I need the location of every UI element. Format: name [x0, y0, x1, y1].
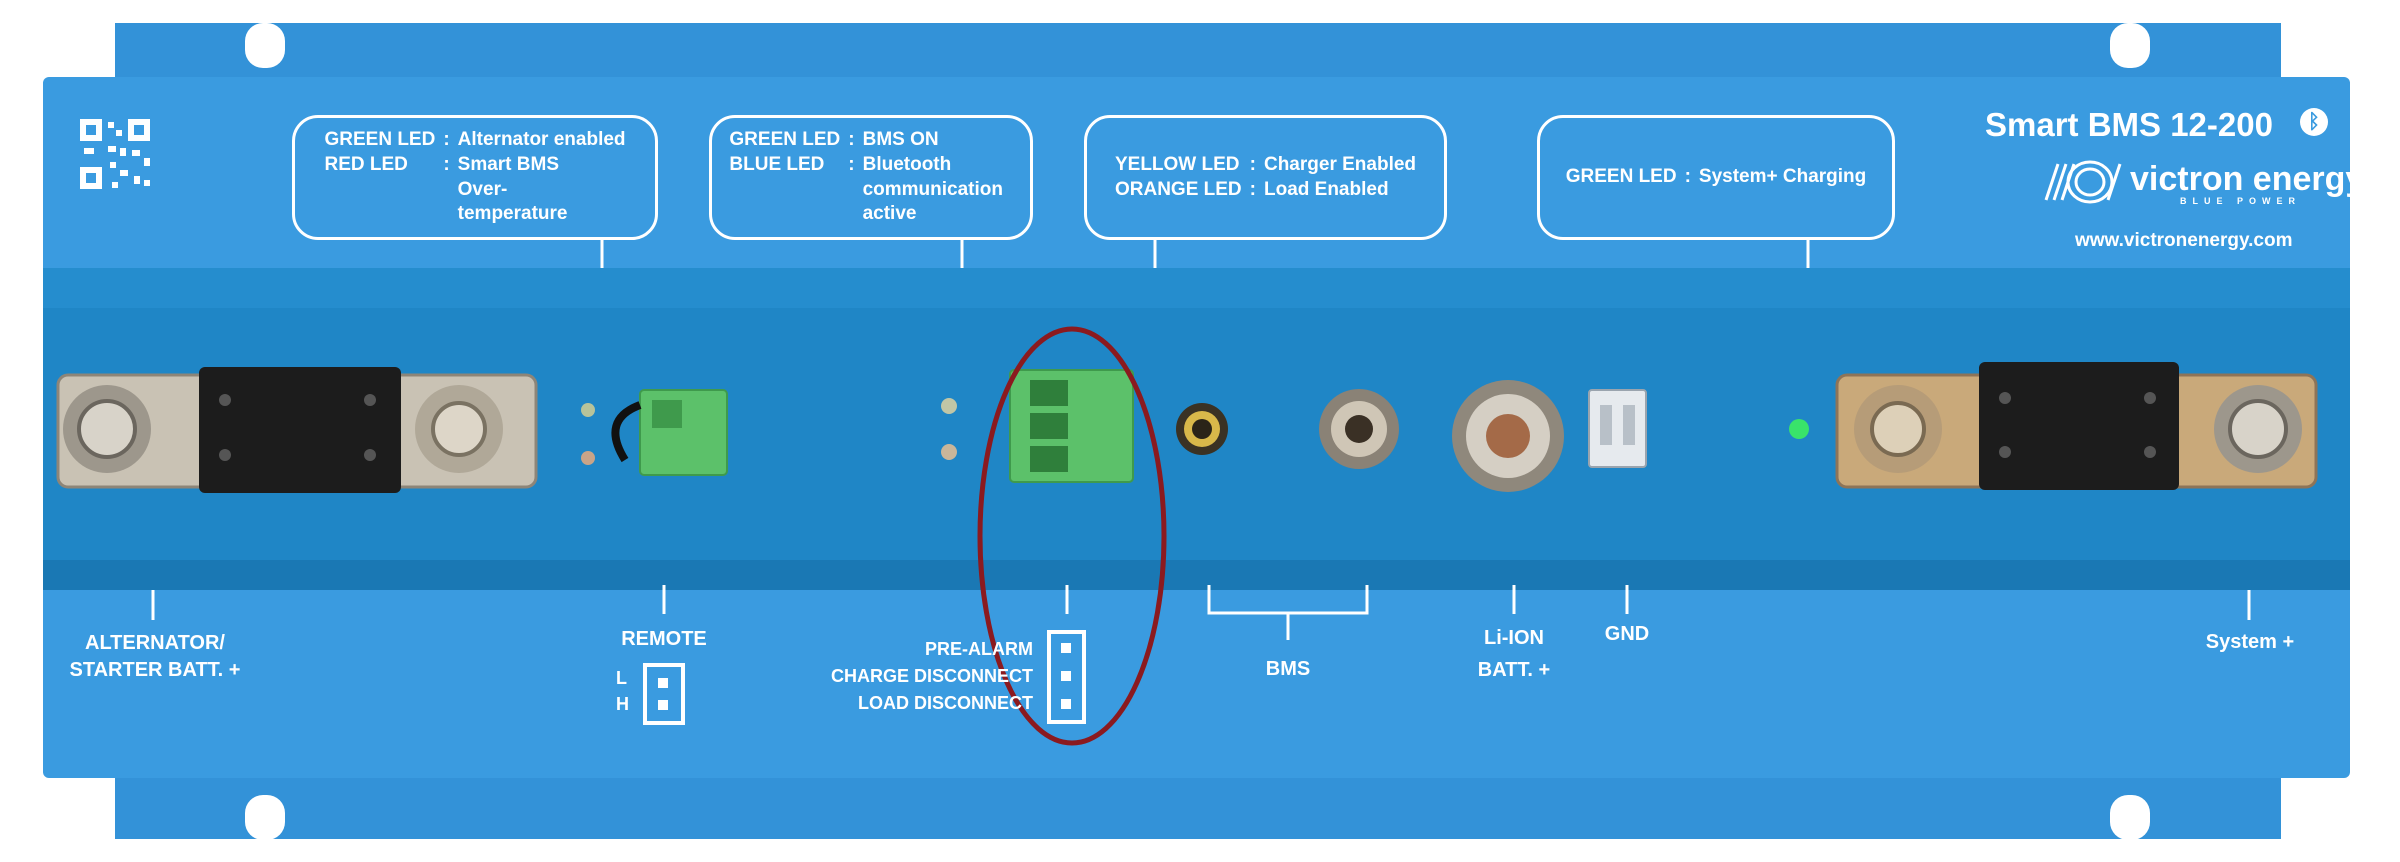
- pin-label-pre-alarm: PRE-ALARM: [925, 639, 1033, 659]
- system-charging-led: [1789, 419, 1809, 439]
- qr-code-icon: [80, 119, 150, 189]
- pin-label-charge-disconnect: CHARGE DISCONNECT: [830, 666, 1033, 686]
- overtemp-led-red: [581, 451, 595, 465]
- alternator-label-line1: ALTERNATOR/: [85, 632, 225, 654]
- bms-socket[interactable]: [1319, 389, 1399, 469]
- li-ion-label-line1: Li-ION: [1484, 627, 1544, 649]
- bms-on-led: [941, 398, 957, 414]
- aux-pin-labels: PRE-ALARM CHARGE DISCONNECT LOAD DISCONN…: [733, 636, 1033, 717]
- legend-sep: :: [443, 153, 450, 175]
- led-legend-bms: GREEN LED: BMS ON BLUE LED: Bluetooth comm…: [709, 115, 1033, 240]
- led-legend-alternator: GREEN LED: Alternator enabled RED LED: Sma…: [292, 115, 658, 240]
- led-legend-system: GREEN LED: System+ Charging: [1537, 115, 1895, 240]
- gnd-label: GND: [1604, 623, 1650, 645]
- mounting-notch: [245, 795, 285, 840]
- legend-led: GREEN LED: [1565, 166, 1677, 188]
- legend-desc: Smart BMS Over-temperature: [457, 153, 568, 225]
- legend-sep: :: [1249, 153, 1256, 175]
- small-round-connector[interactable]: [1176, 403, 1228, 455]
- brand-name: victron energy: [2130, 160, 2365, 198]
- aux-pin-diagram-icon: [1047, 630, 1086, 724]
- legend-led: YELLOW LED: [1114, 153, 1240, 175]
- legend-led: RED LED: [324, 153, 408, 175]
- alternator-label: ALTERNATOR/ STARTER BATT. +: [35, 630, 275, 684]
- gnd-connector[interactable]: [1588, 389, 1647, 468]
- remote-pin-diagram-icon: [643, 663, 685, 725]
- legend-sep: :: [1684, 166, 1691, 188]
- top-mounting-flange: [115, 23, 2281, 80]
- legend-desc: Alternator enabled: [457, 129, 626, 151]
- legend-led: GREEN LED: [324, 129, 436, 151]
- legend-sep: :: [848, 129, 855, 151]
- aux-connector[interactable]: [1009, 369, 1134, 483]
- system-plus-label: System +: [2205, 631, 2295, 653]
- mounting-notch: [245, 23, 285, 68]
- legend-desc: System+ Charging: [1698, 166, 1867, 188]
- legend-desc: Charger Enabled: [1263, 153, 1417, 175]
- legend-sep: :: [848, 153, 855, 175]
- website-url: www.victronenergy.com: [2075, 230, 2293, 251]
- legend-desc: Bluetooth communication active: [862, 153, 1003, 225]
- legend-sep: :: [443, 129, 450, 151]
- legend-sep: :: [1249, 178, 1256, 200]
- remote-connector[interactable]: [611, 389, 728, 476]
- victron-logo-icon: [2044, 160, 2122, 204]
- pin-label-load-disconnect: LOAD DISCONNECT: [858, 693, 1033, 713]
- highlight-ellipse: [977, 326, 1167, 746]
- legend-led: BLUE LED: [729, 153, 825, 175]
- legend-desc: BMS ON: [862, 129, 939, 151]
- pin-label-h: H: [616, 694, 629, 715]
- li-ion-batt-bolt[interactable]: [1452, 380, 1564, 492]
- model-title: Smart BMS 12-200: [1985, 106, 2273, 143]
- legend-led: GREEN LED: [729, 129, 841, 151]
- legend-led: ORANGE LED: [1114, 178, 1242, 200]
- mounting-notch: [2110, 795, 2150, 840]
- led-legend-charger-load: YELLOW LED: Charger Enabled ORANGE LED: Lo…: [1084, 115, 1447, 240]
- pin-label-l: L: [616, 668, 627, 688]
- alternator-led-green: [581, 403, 595, 417]
- bluetooth-led: [941, 444, 957, 460]
- brand-tagline: BLUE POWER: [2180, 196, 2302, 206]
- alternator-label-line2: STARTER BATT. +: [69, 659, 241, 681]
- li-ion-label-line2: BATT. +: [1477, 659, 1551, 681]
- bms-label: BMS: [1265, 658, 1311, 680]
- alternator-terminal[interactable]: [56, 367, 538, 493]
- system-terminal[interactable]: [1835, 362, 2318, 490]
- li-ion-label: Li-ION BATT. +: [1454, 622, 1574, 686]
- remote-pin-labels: L H: [616, 665, 629, 717]
- mounting-notch: [2110, 23, 2150, 68]
- legend-desc: Load Enabled: [1263, 178, 1389, 200]
- remote-label: REMOTE: [621, 628, 707, 650]
- bottom-mounting-flange: [115, 770, 2281, 839]
- bluetooth-icon: ᛒ: [2300, 108, 2328, 136]
